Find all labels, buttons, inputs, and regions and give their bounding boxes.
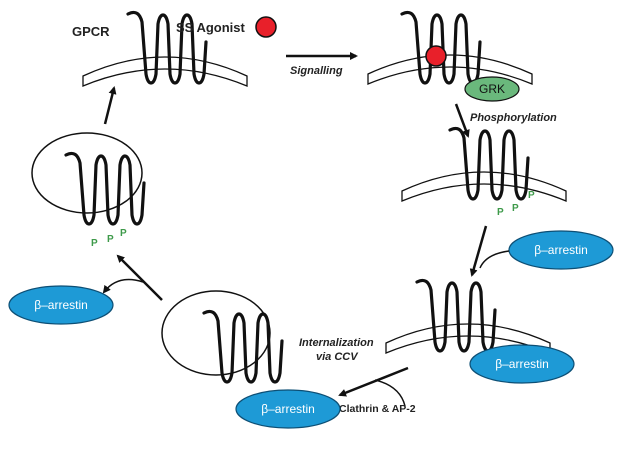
phosphorylation-label: Phosphorylation bbox=[470, 112, 557, 124]
beta-arrestin-label: β–arrestin bbox=[495, 357, 549, 371]
membrane bbox=[82, 56, 248, 87]
ss-agonist-label: SS Agonist bbox=[176, 20, 246, 35]
internalization-label: Internalization bbox=[299, 337, 374, 349]
stage-phosphorylated-receptor: P P P bbox=[401, 126, 567, 218]
signalling-label: Signalling bbox=[290, 65, 343, 77]
agonist-circle bbox=[255, 16, 277, 38]
phosphate-label: P bbox=[107, 234, 114, 245]
receptor-coil bbox=[448, 126, 530, 201]
beta-arrestin-free-right bbox=[508, 230, 614, 270]
grk-label: GRK bbox=[479, 82, 505, 96]
recycling-arrow bbox=[103, 86, 117, 125]
beta-arrestin-free-left bbox=[8, 285, 114, 325]
stage-endosome-receptor: P P P bbox=[31, 132, 146, 249]
arrestin-binding-arrow bbox=[469, 225, 488, 277]
vesicle bbox=[161, 290, 271, 376]
stage-resting-receptor: GPCR SS Agonist bbox=[72, 10, 277, 87]
phosphate-label: P bbox=[512, 203, 519, 214]
arrestin-curve bbox=[479, 250, 510, 269]
stage-internalized-vesicle: β–arrestin bbox=[161, 290, 341, 429]
bound-agonist-circle bbox=[425, 45, 447, 67]
stage-arrestin-bound-receptor: β–arrestin bbox=[385, 278, 575, 384]
beta-arrestin-bound bbox=[469, 344, 575, 384]
phosphate-label: P bbox=[528, 190, 535, 201]
stage-bound-receptor: GRK bbox=[367, 10, 533, 102]
via-ccv-label: via CCV bbox=[316, 351, 359, 363]
beta-arrestin-label: β–arrestin bbox=[261, 402, 315, 416]
gpcr-label: GPCR bbox=[72, 24, 110, 39]
grk-ellipse bbox=[464, 76, 520, 102]
internalization-arrow bbox=[338, 366, 409, 397]
clathrin-curve bbox=[374, 379, 406, 407]
beta-arrestin-vesicle bbox=[235, 389, 341, 429]
phosphate-label: P bbox=[120, 228, 127, 239]
membrane bbox=[401, 171, 567, 202]
arrestin-release-arrow bbox=[102, 278, 144, 294]
dissociation-arrow bbox=[116, 254, 163, 301]
phosphorylation-arrow bbox=[454, 103, 470, 138]
beta-arrestin-label: β–arrestin bbox=[534, 243, 588, 257]
phosphate-label: P bbox=[497, 207, 504, 218]
clathrin-ap2-label: Clathrin & AP-2 bbox=[339, 403, 416, 415]
beta-arrestin-label: β–arrestin bbox=[34, 298, 88, 312]
phosphate-label: P bbox=[91, 238, 98, 249]
endosome bbox=[31, 132, 143, 214]
